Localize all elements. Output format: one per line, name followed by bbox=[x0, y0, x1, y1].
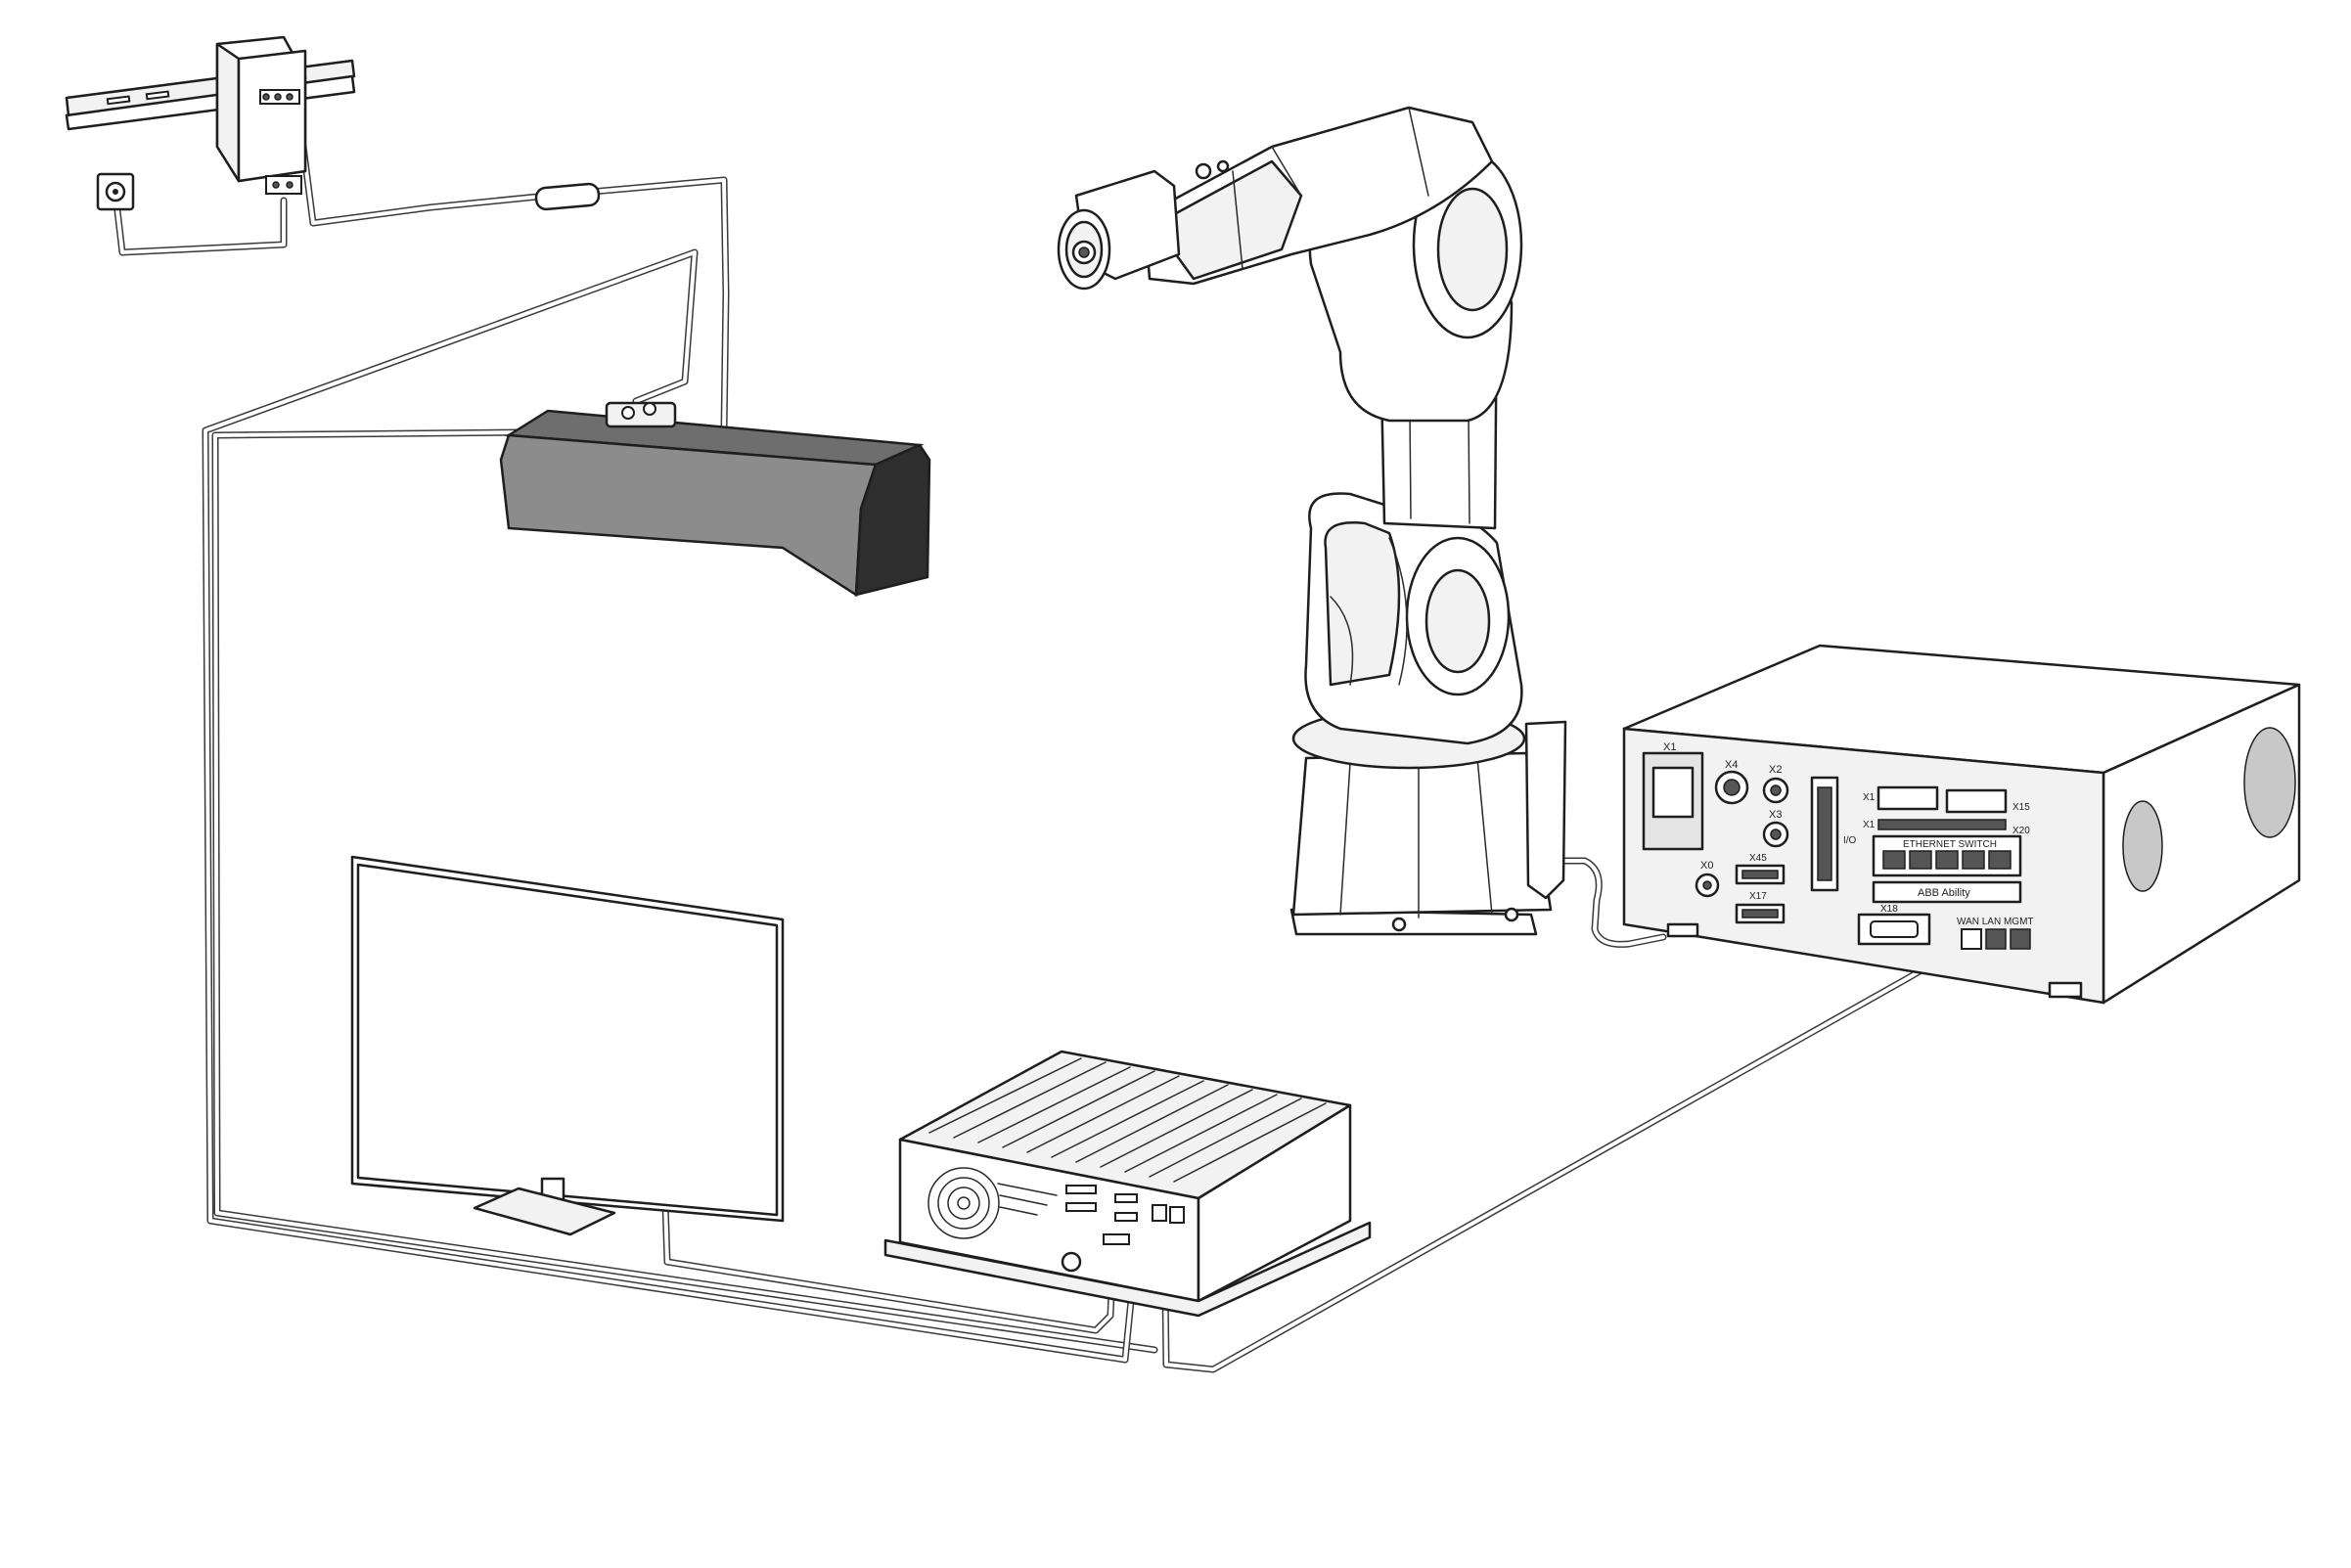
pc-ethernet-port bbox=[1152, 1204, 1167, 1222]
label-x15: X15 bbox=[2012, 802, 2030, 813]
din-rail-power-supply bbox=[65, 35, 356, 195]
outlet-cable bbox=[112, 190, 288, 256]
monitor-screen bbox=[350, 855, 785, 1223]
side-vent-1 bbox=[2243, 727, 2296, 838]
camera-cable bbox=[202, 248, 1144, 1364]
robot-forearm bbox=[1143, 106, 1494, 286]
usb-port-2 bbox=[1065, 1202, 1097, 1212]
pc-side bbox=[1197, 1103, 1352, 1303]
label-x3: X3 bbox=[1769, 809, 1782, 821]
robot-arm bbox=[1057, 106, 1567, 936]
power-outlet bbox=[96, 172, 135, 211]
pc-hdmi-port bbox=[1103, 1233, 1130, 1245]
power-cable bbox=[211, 143, 1158, 1354]
monitor bbox=[350, 855, 785, 1236]
usb-port-3 bbox=[1114, 1193, 1138, 1203]
cables bbox=[112, 143, 1970, 1373]
fan-grille bbox=[927, 1167, 1058, 1239]
label-x17: X17 bbox=[1749, 891, 1767, 902]
label-x1-lower: X1 bbox=[1863, 820, 1876, 830]
label-x45: X45 bbox=[1749, 853, 1767, 864]
wan-port bbox=[1961, 928, 1982, 950]
robot-cable bbox=[1547, 857, 1667, 948]
usb-port-1 bbox=[1065, 1185, 1097, 1194]
label-x20: X20 bbox=[2012, 826, 2030, 836]
3d-camera bbox=[499, 401, 931, 598]
pc-ethernet-port-2 bbox=[1169, 1206, 1185, 1224]
robot-shoulder bbox=[1304, 492, 1523, 745]
network-ports-label: WAN LAN MGMT bbox=[1957, 917, 2034, 927]
label-x1-terminal: X1 bbox=[1863, 792, 1876, 803]
label-x4: X4 bbox=[1725, 759, 1738, 771]
label-io: I/O bbox=[1843, 835, 1857, 846]
camera-front bbox=[499, 433, 878, 598]
side-vent-2 bbox=[2122, 800, 2163, 892]
heat-sink-fins bbox=[928, 1057, 1327, 1183]
ferrite-bead bbox=[534, 182, 601, 211]
pc-mount-plate bbox=[883, 1221, 1372, 1318]
label-x0: X0 bbox=[1700, 860, 1713, 872]
label-x18: X18 bbox=[1880, 904, 1898, 915]
label-x1: X1 bbox=[1663, 741, 1676, 753]
ethernet-switch-label: ETHERNET SWITCH bbox=[1903, 839, 1997, 850]
lan-port bbox=[1985, 928, 2007, 950]
robot-wrist bbox=[1057, 169, 1181, 291]
monitor-stand-base bbox=[473, 1187, 616, 1236]
robot-controller: X1 X4 X2 X3 I/O X0 X45 X17 X1 X15 X1 X20… bbox=[1622, 644, 2301, 1005]
industrial-pc bbox=[883, 1050, 1372, 1318]
robot-base bbox=[1289, 707, 1567, 936]
label-x2: X2 bbox=[1769, 764, 1782, 776]
mgmt-port bbox=[2010, 928, 2031, 950]
brand-panel bbox=[1872, 880, 2022, 904]
camera-side bbox=[854, 443, 931, 597]
camera-connector bbox=[621, 406, 635, 420]
pc-power-connector bbox=[1061, 1251, 1082, 1273]
brand-label: ABB Ability bbox=[1918, 887, 1970, 899]
usb-port-4 bbox=[1114, 1212, 1138, 1222]
